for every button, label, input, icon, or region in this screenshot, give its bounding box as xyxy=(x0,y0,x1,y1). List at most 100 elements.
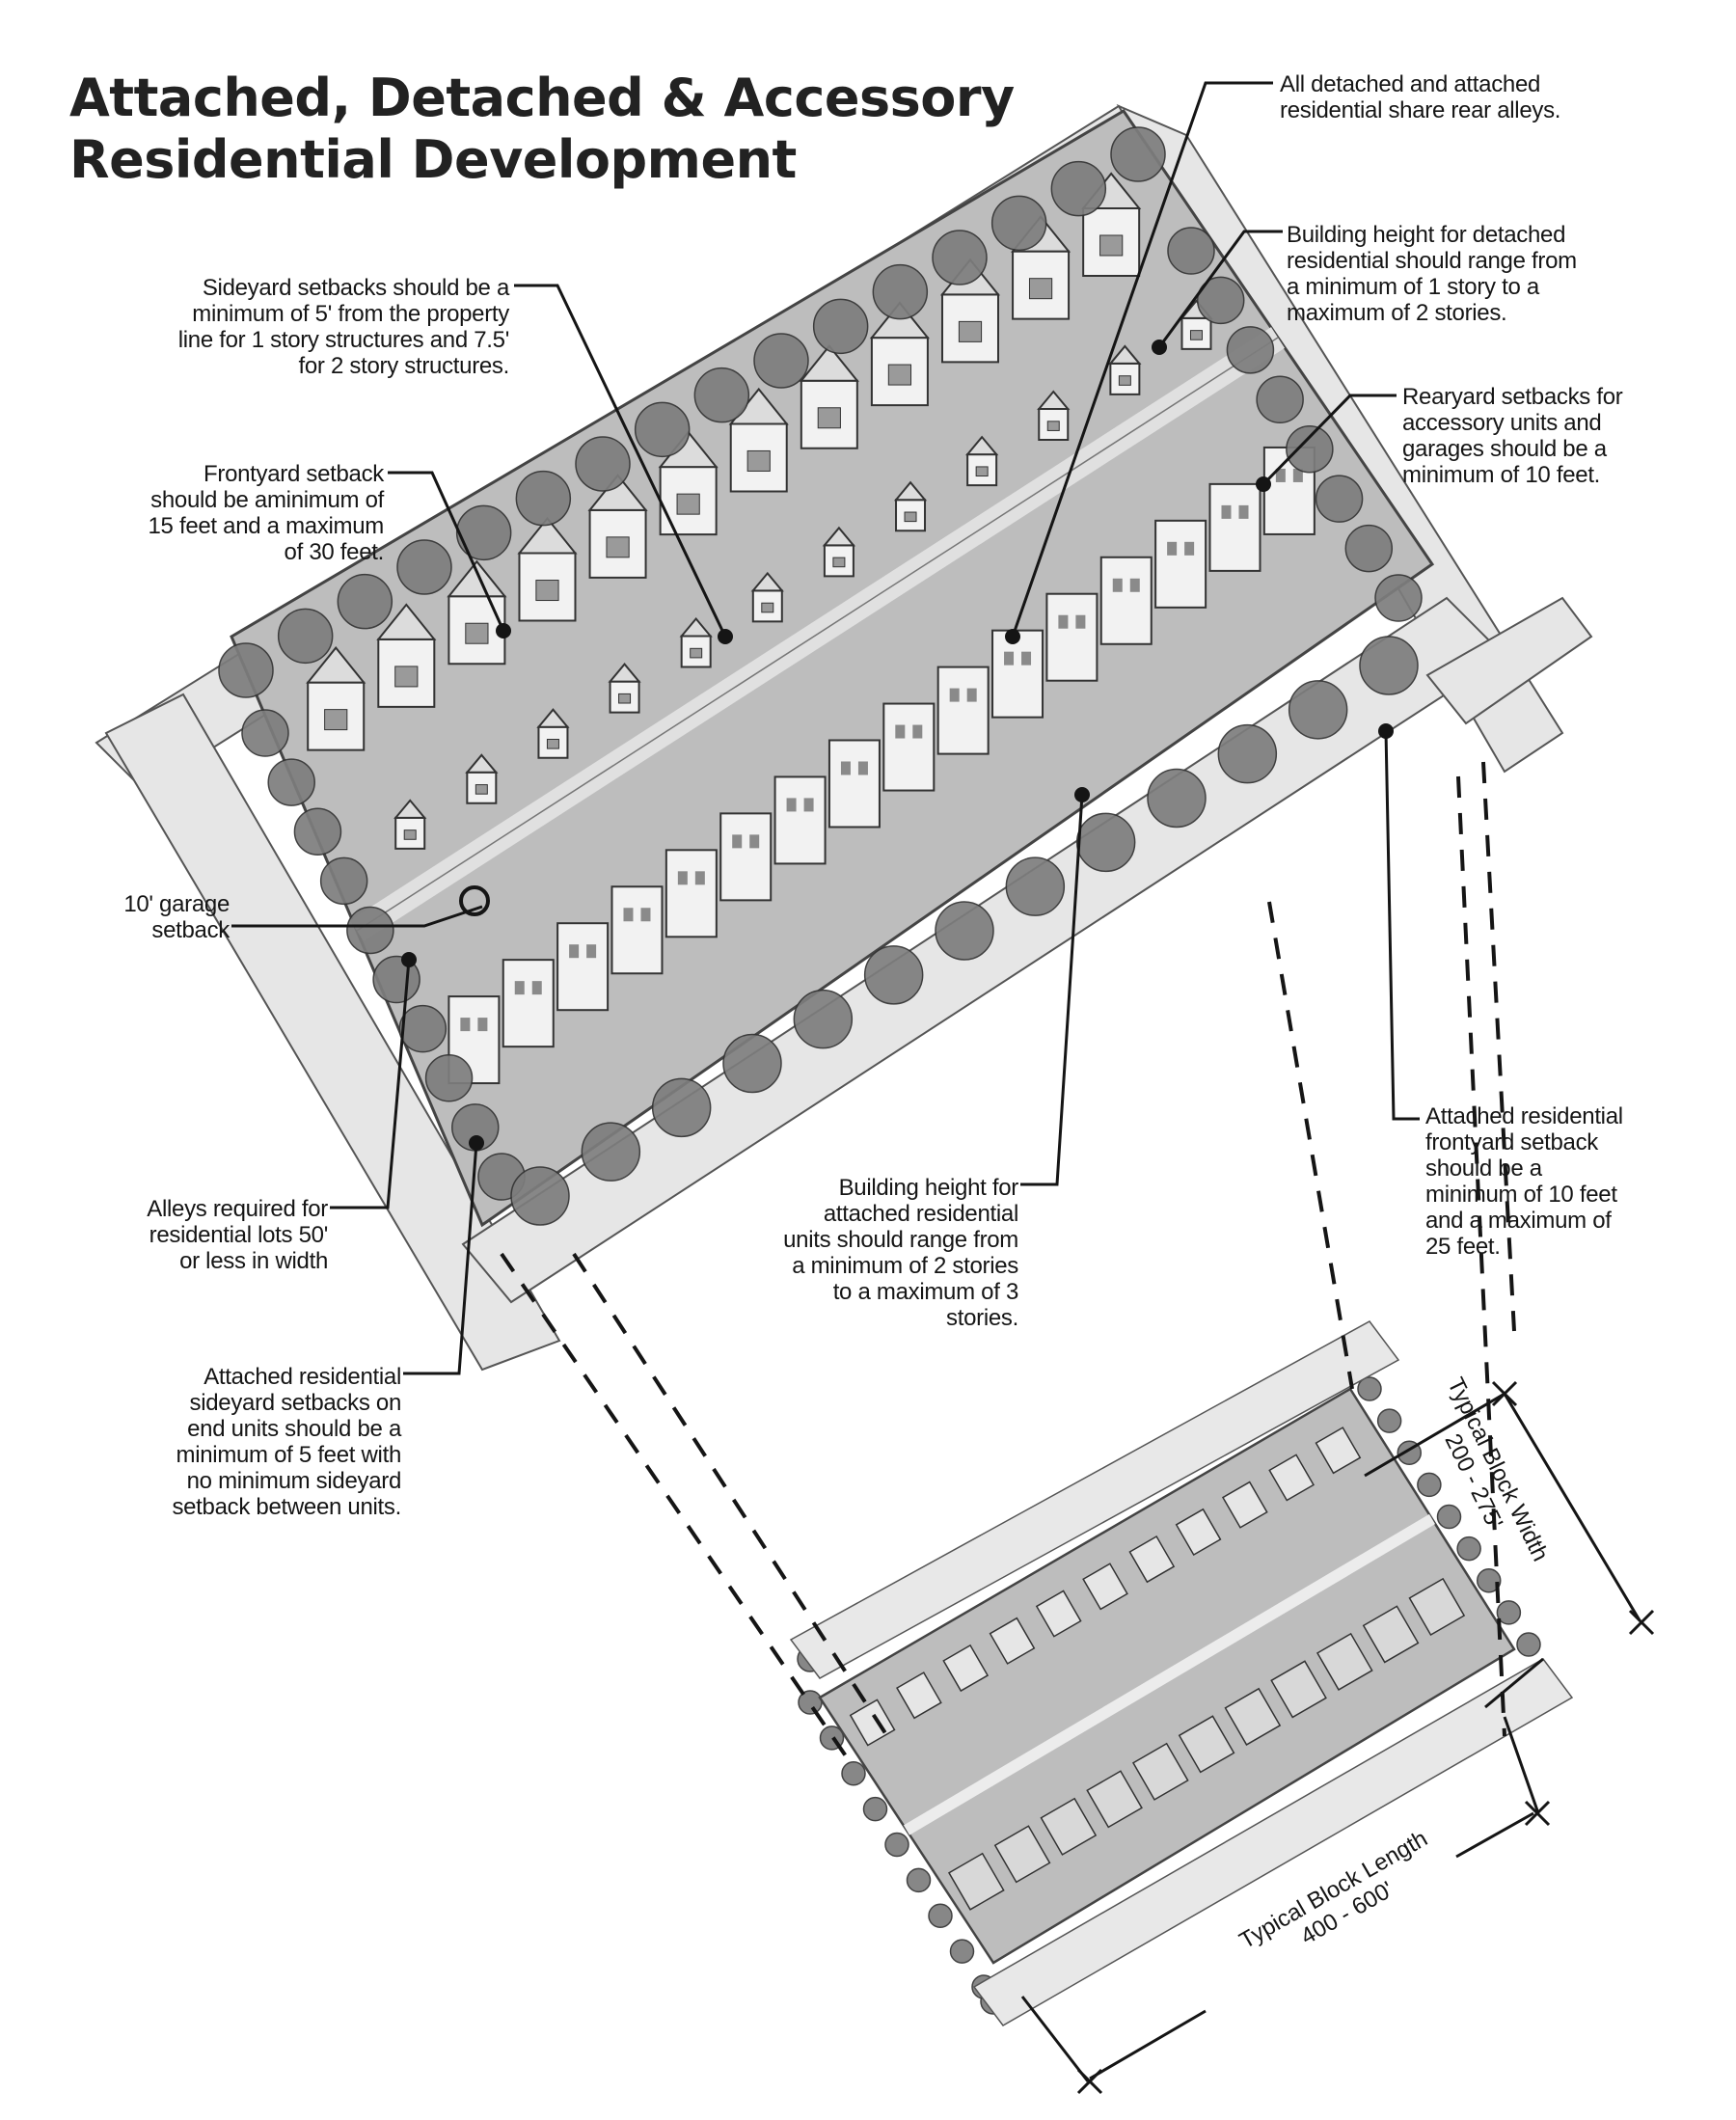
street-tree xyxy=(1289,681,1347,739)
street-tree xyxy=(516,472,570,526)
accessory-unit-window xyxy=(691,648,702,658)
callout-line: line for 1 story structures and 7.5' xyxy=(178,327,509,353)
street-tree xyxy=(511,1167,569,1225)
street-tree xyxy=(936,902,993,960)
leader-shared-alleys-dot xyxy=(1005,629,1020,644)
street-tree xyxy=(294,808,340,855)
detached-house-window xyxy=(818,408,840,428)
street-tree xyxy=(1006,857,1064,915)
title-line-1: Attached, Detached & Accessory xyxy=(69,68,1015,129)
street-tree xyxy=(399,1006,446,1052)
townhouse-window xyxy=(623,908,633,921)
townhouse-unit xyxy=(1046,594,1097,681)
callout-line: 10' garage xyxy=(123,891,230,917)
street-tree xyxy=(321,857,367,904)
street-tree xyxy=(582,1123,639,1181)
callout-line: no minimum sideyard xyxy=(172,1468,401,1494)
street-tree xyxy=(1168,228,1214,274)
accessory-unit-window xyxy=(976,467,988,476)
townhouse-window xyxy=(515,981,525,994)
callout-line: should be aminimum of xyxy=(149,487,385,513)
detached-house-window xyxy=(325,710,347,730)
street-tree xyxy=(694,368,748,422)
callout-line: attached residential xyxy=(783,1201,1018,1227)
callout-line: minimum of 5 feet with xyxy=(172,1442,401,1468)
leader-attached-height-dot xyxy=(1074,787,1090,802)
callout-line: minimum of 10 feet. xyxy=(1402,462,1622,488)
callout-detached-height: Building height for detached residential… xyxy=(1287,222,1577,326)
leader-attached-sideyard-dot xyxy=(469,1135,484,1151)
callout-shared-alleys: All detached and attached residential sh… xyxy=(1280,71,1560,123)
callout-line: Building height for xyxy=(783,1175,1018,1201)
callout-line: 15 feet and a maximum xyxy=(149,513,385,539)
street-tree xyxy=(1257,376,1303,422)
townhouse-window xyxy=(950,689,960,702)
townhouse-unit xyxy=(829,740,880,827)
diagram-title: Attached, Detached & Accessory Residenti… xyxy=(69,68,1015,191)
townhouse-window xyxy=(858,761,868,775)
street-tree xyxy=(1077,813,1135,871)
callout-line: minimum of 10 feet xyxy=(1425,1182,1623,1208)
accessory-unit-window xyxy=(833,557,845,567)
townhouse-window xyxy=(678,871,688,884)
detached-house-window xyxy=(1029,279,1051,299)
leader-attached-frontyard-dot xyxy=(1378,723,1394,739)
detached-house-window xyxy=(607,537,629,557)
townhouse-window xyxy=(967,689,977,702)
title-line-2: Residential Development xyxy=(69,129,1015,191)
callout-alleys-required: Alleys required for residential lots 50'… xyxy=(147,1196,328,1274)
accessory-unit-window xyxy=(1047,421,1059,431)
townhouse-unit xyxy=(720,813,771,900)
townhouse-window xyxy=(804,798,814,811)
detached-house-window xyxy=(747,450,770,471)
townhouse-window xyxy=(732,834,742,848)
townhouse-window xyxy=(1058,615,1068,629)
plan-tree xyxy=(1438,1506,1461,1529)
townhouse-window xyxy=(841,761,851,775)
townhouse-window xyxy=(586,944,596,958)
townhouse-window xyxy=(1238,505,1248,519)
callout-garage-setback: 10' garage setback xyxy=(123,891,230,943)
street-tree xyxy=(723,1035,781,1093)
callout-line: sideyard setbacks on xyxy=(172,1390,401,1416)
callout-line: garages should be a xyxy=(1402,436,1622,462)
street-tree xyxy=(1287,426,1333,473)
townhouse-window xyxy=(1113,579,1123,592)
street-tree xyxy=(1345,526,1392,572)
plan-tree xyxy=(864,1798,887,1821)
callout-line: frontyard setback xyxy=(1425,1129,1623,1155)
callout-line: a minimum of 1 story to a xyxy=(1287,274,1577,300)
townhouse-window xyxy=(749,834,759,848)
townhouse-window xyxy=(477,1018,487,1031)
plan-tree xyxy=(1418,1473,1441,1496)
callout-line: Attached residential xyxy=(1425,1103,1623,1129)
block-length-leader xyxy=(1022,1997,1088,2081)
street-tree xyxy=(1148,770,1206,828)
street-tree xyxy=(754,334,808,388)
callout-line: units should range from xyxy=(783,1227,1018,1253)
plan-tree xyxy=(885,1834,909,1857)
street-tree xyxy=(268,759,314,805)
street-tree xyxy=(1111,127,1165,181)
accessory-unit-window xyxy=(1119,376,1130,386)
townhouse-window xyxy=(895,725,905,739)
leader-alleys-required-dot xyxy=(401,952,417,967)
callout-attached-frontyard: Attached residential frontyard setback s… xyxy=(1425,1103,1623,1260)
callout-line: should be a xyxy=(1425,1155,1623,1182)
leader-sideyard-dot xyxy=(718,629,733,644)
detached-house-window xyxy=(466,623,488,643)
callout-line: Frontyard setback xyxy=(149,461,385,487)
townhouse-window xyxy=(640,908,650,921)
street-tree xyxy=(1360,637,1418,694)
street-tree xyxy=(338,575,392,629)
callout-line: All detached and attached xyxy=(1280,71,1560,97)
block-length-dimension xyxy=(1090,2011,1206,2079)
callout-line: Attached residential xyxy=(172,1364,401,1390)
street-tree xyxy=(794,991,852,1048)
street-tree xyxy=(576,437,630,491)
street-tree xyxy=(933,231,987,285)
accessory-unit-window xyxy=(619,693,631,703)
townhouse-unit xyxy=(1155,521,1206,608)
plan-tree xyxy=(1457,1537,1480,1561)
